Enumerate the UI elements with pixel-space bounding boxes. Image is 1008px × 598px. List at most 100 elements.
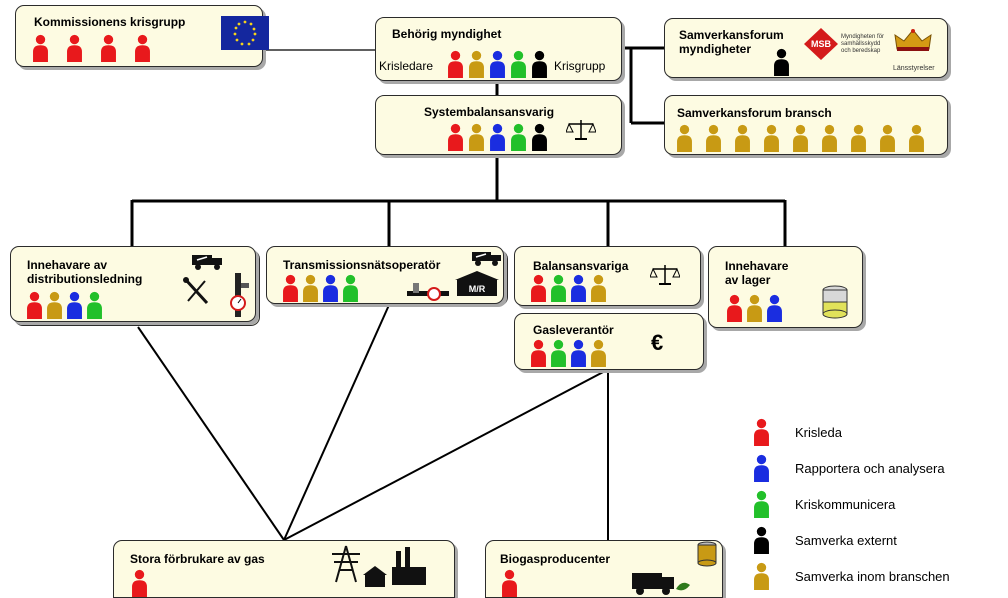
- legend-item-samverka-branschen: Samverka inom branschen: [752, 562, 950, 590]
- person-rapportera-icon: [490, 123, 505, 151]
- legend-item-kriskommunicera: Kriskommunicera: [752, 490, 895, 518]
- node-title: Behörig myndighet: [392, 27, 502, 41]
- legend-person-icon: [754, 490, 769, 518]
- legend-item-krisleda: Krisleda: [752, 418, 842, 446]
- person-krisleda-icon: [67, 34, 82, 62]
- node-behorig-myndighet: Behörig myndighet Krisledare Krisgrupp: [375, 17, 622, 81]
- biogas-tank-icon: [697, 541, 717, 567]
- person-kriskommunicera-icon: [511, 123, 526, 151]
- node-title: Innehavare av lager: [725, 259, 789, 287]
- person-samverka-branschen-icon: [47, 291, 62, 319]
- service-truck-icon: [192, 255, 222, 270]
- legend-person-icon: [754, 454, 769, 482]
- legend-person-icon: [754, 526, 769, 554]
- person-rapportera-icon: [767, 294, 782, 322]
- people-group: [281, 274, 360, 302]
- people-group: [772, 48, 791, 76]
- tools-icon: [183, 277, 209, 305]
- msb-logo-icon: MSB: [804, 28, 838, 60]
- person-samverka-externt-icon: [532, 50, 547, 78]
- people-group: [130, 569, 149, 597]
- euro-icon: €: [651, 330, 664, 355]
- legend-item-samverka-externt: Samverka externt: [752, 526, 897, 554]
- legend-label: Krisleda: [795, 424, 842, 440]
- lansstyrelser-label: Länsstyrelser: [893, 65, 935, 72]
- person-samverka-branschen-icon: [909, 124, 924, 152]
- meter-valve-icon: [230, 273, 249, 317]
- person-samverka-branschen-icon: [469, 50, 484, 78]
- station-label: M/R: [469, 284, 486, 294]
- person-samverka-branschen-icon: [747, 294, 762, 322]
- people-group: [529, 274, 608, 302]
- pipeline-valve-icon: [407, 283, 449, 301]
- person-krisleda-icon: [33, 34, 48, 62]
- person-kriskommunicera-icon: [511, 50, 526, 78]
- person-krisleda-icon: [132, 569, 147, 597]
- person-samverka-externt-icon: [532, 123, 547, 151]
- person-krisleda-icon: [283, 274, 298, 302]
- person-krisleda-icon: [27, 291, 42, 319]
- people-group: [446, 50, 549, 78]
- person-krisleda-icon: [135, 34, 150, 62]
- node-title: Biogasproducenter: [500, 552, 611, 566]
- people-group: [446, 123, 549, 151]
- node-biogas: Biogasproducenter: [485, 540, 723, 598]
- node-distributionsledning: Innehavare av distributionsledning: [10, 246, 256, 322]
- person-rapportera-icon: [571, 274, 586, 302]
- person-kriskommunicera-icon: [551, 339, 566, 367]
- node-title: Samverkansforum myndigheter: [679, 28, 784, 56]
- person-samverka-branschen-icon: [822, 124, 837, 152]
- person-krisleda-icon: [101, 34, 116, 62]
- people-group: [500, 569, 519, 597]
- people-group: [725, 294, 784, 322]
- legend-label: Kriskommunicera: [795, 496, 896, 512]
- line-trans-stora: [283, 304, 390, 541]
- node-title: Kommissionens krisgrupp: [34, 15, 186, 29]
- storage-tank-icon: [822, 285, 848, 319]
- service-truck-icon: [472, 252, 501, 266]
- person-krisleda-icon: [448, 50, 463, 78]
- person-samverka-branschen-icon: [677, 124, 692, 152]
- person-krisleda-icon: [531, 274, 546, 302]
- msb-logo-label: MSB: [811, 39, 832, 49]
- line-gas-stora: [283, 369, 608, 541]
- person-kriskommunicera-icon: [87, 291, 102, 319]
- legend-person-icon: [754, 562, 769, 590]
- person-samverka-branschen-icon: [591, 339, 606, 367]
- eu-flag-icon: [221, 16, 269, 50]
- node-kommissionen: Kommissionens krisgrupp: [15, 5, 269, 67]
- node-gasleverantor: Gasleverantör €: [514, 313, 704, 370]
- person-kriskommunicera-icon: [551, 274, 566, 302]
- person-samverka-externt-icon: [774, 48, 789, 76]
- krisgrupp-label: Krisgrupp: [554, 59, 606, 73]
- legend-item-rapportera: Rapportera och analysera: [752, 454, 945, 482]
- krisledare-label: Krisledare: [379, 59, 434, 73]
- node-title: Gasleverantör: [533, 323, 614, 337]
- person-samverka-branschen-icon: [303, 274, 318, 302]
- person-krisleda-icon: [502, 569, 517, 597]
- legend-label: Samverka externt: [795, 532, 897, 548]
- people-group: [25, 291, 104, 319]
- node-samverkansforum-myndigheter: Samverkansforum myndigheter MSB Myndighe…: [664, 18, 948, 78]
- node-title: Stora förbrukare av gas: [130, 552, 265, 566]
- node-title: Transmissionsnätsoperatör: [283, 258, 441, 272]
- person-krisleda-icon: [531, 339, 546, 367]
- metering-station-icon: M/R: [455, 271, 499, 296]
- legend-label: Rapportera och analysera: [795, 460, 945, 476]
- node-balansansvariga: Balansansvariga: [514, 246, 701, 306]
- node-stora-forbrukare: Stora förbrukare av gas: [113, 540, 455, 598]
- factory-icon: [392, 547, 426, 585]
- person-samverka-branschen-icon: [880, 124, 895, 152]
- node-systembalansansvarig: Systembalansansvarig: [375, 95, 622, 155]
- person-rapportera-icon: [490, 50, 505, 78]
- person-rapportera-icon: [323, 274, 338, 302]
- person-kriskommunicera-icon: [343, 274, 358, 302]
- power-pylon-icon: [332, 545, 360, 583]
- person-samverka-branschen-icon: [851, 124, 866, 152]
- person-samverka-branschen-icon: [706, 124, 721, 152]
- person-krisleda-icon: [727, 294, 742, 322]
- person-krisleda-icon: [448, 123, 463, 151]
- lansstyrelser-crown-icon: [894, 29, 932, 51]
- person-samverka-branschen-icon: [793, 124, 808, 152]
